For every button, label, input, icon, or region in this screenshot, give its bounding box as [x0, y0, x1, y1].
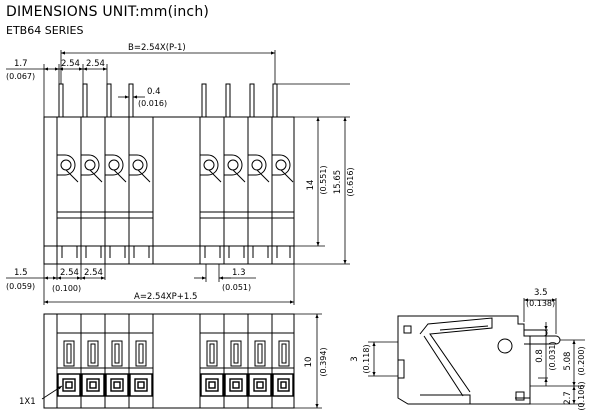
label-0-059: (0.059): [6, 282, 35, 291]
label-0-551: (0.551): [319, 165, 328, 194]
label-1-5: 1.5: [14, 268, 28, 278]
front-top-dims: [6, 50, 276, 117]
series-name: ETB64 SERIES: [6, 24, 84, 37]
label-0-394: (0.394): [319, 347, 328, 376]
label-0-100: (0.100): [52, 284, 81, 293]
label-2-54-top-1: 2.54: [61, 59, 80, 69]
label-2-54-bottom-2: 2.54: [84, 268, 103, 278]
label-15-65: 15.65: [333, 170, 343, 194]
label-1x1: 1X1: [19, 397, 36, 407]
label-2-54-top-2: 2.54: [86, 59, 105, 69]
label-0-138: (0.138): [526, 299, 555, 308]
label-0-616: (0.616): [346, 167, 355, 196]
label-2-7: 2.7: [563, 391, 573, 405]
clamp-holes: [57, 154, 294, 183]
label-14: 14: [306, 180, 316, 191]
label-0-016: (0.016): [138, 99, 167, 108]
side-view-dims: [368, 298, 585, 405]
label-0-200: (0.200): [577, 346, 586, 375]
label-b-formula: B=2.54X(P-1): [128, 43, 186, 53]
front-view: [43, 83, 295, 265]
front-right-dims: [277, 83, 350, 265]
bottom-view-dims: [41, 313, 322, 409]
label-0-067: (0.067): [6, 72, 35, 81]
pins-top: [58, 83, 278, 118]
label-10: 10: [304, 357, 314, 368]
wire-slots: [63, 340, 290, 367]
bottom-housing: [43, 313, 295, 409]
side-housing: [397, 315, 531, 405]
drawing-title: DIMENSIONS UNIT:mm(inch): [6, 4, 210, 20]
label-0-118: (0.118): [362, 344, 371, 373]
label-5-08: 5.08: [563, 352, 573, 371]
square-terminals: [57, 373, 294, 397]
front-bottom-dims: [6, 264, 295, 305]
label-0-031: (0.031): [548, 341, 557, 370]
label-3-5: 3.5: [534, 288, 548, 298]
label-0-4: 0.4: [147, 87, 161, 97]
label-a-formula: A=2.54XP+1.5: [134, 292, 197, 302]
bottom-view: [43, 313, 295, 409]
front-housing: [43, 116, 295, 265]
label-1-3: 1.3: [232, 268, 246, 278]
label-0-106: (0.106): [577, 381, 586, 410]
label-0-051: (0.051): [222, 283, 251, 292]
label-2-54-bottom-1: 2.54: [60, 268, 79, 278]
side-view: [397, 315, 561, 405]
label-0-8: 0.8: [535, 349, 545, 363]
label-1-7: 1.7: [14, 59, 28, 69]
label-3: 3: [350, 356, 360, 361]
